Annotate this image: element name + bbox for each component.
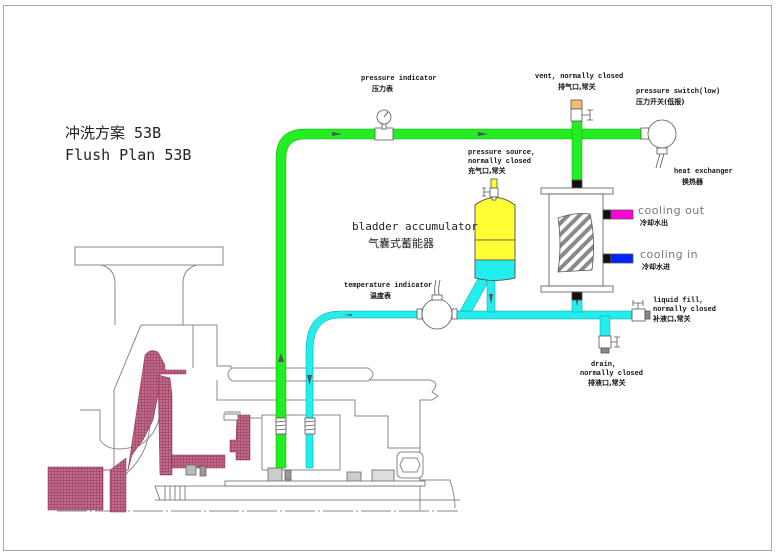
gland-thread-green bbox=[275, 417, 287, 435]
pressure-source-label-1: pressure source, bbox=[468, 149, 536, 157]
pump-casing-hatched bbox=[47, 350, 251, 513]
cooling-in-label-cn: 冷却水进 bbox=[642, 263, 670, 271]
drain-label-1: drain, bbox=[591, 361, 617, 369]
flush-line-green bbox=[275, 119, 644, 469]
flush-line-flow-arrows bbox=[278, 132, 488, 362]
pressure-indicator-label-cn: 压力表 bbox=[372, 85, 393, 93]
flow-arrow-icon bbox=[344, 314, 352, 316]
pressure-switch-label: pressure switch(low) bbox=[636, 88, 721, 96]
valve-icon bbox=[611, 336, 620, 348]
bladder-accumulator bbox=[474, 197, 516, 281]
liquid-fill-valve bbox=[631, 300, 651, 322]
liquid-fill-label-2: normally closed bbox=[653, 306, 717, 314]
pressure-source-label-cn: 充气口,常关 bbox=[468, 167, 506, 175]
heat-exchanger-label-cn: 换热器 bbox=[682, 178, 703, 186]
diagram-frame bbox=[3, 5, 772, 551]
vent-label-cn: 排气口,常关 bbox=[558, 83, 596, 91]
bladder-accumulator-label-cn: 气囊式蓄能器 bbox=[368, 237, 434, 250]
vent-valve bbox=[570, 99, 593, 122]
cooling-in-label: cooling in bbox=[640, 248, 699, 261]
title-en: Flush Plan 53B bbox=[65, 146, 192, 164]
cooling-out-label-cn: 冷却水出 bbox=[640, 219, 668, 227]
drain-label-2: normally closed bbox=[580, 370, 644, 378]
pressure-gauge-icon bbox=[374, 109, 394, 141]
heat-exchanger bbox=[540, 179, 634, 301]
vent-label: vent, normally closed bbox=[535, 73, 624, 81]
flow-arrow-icon bbox=[332, 132, 342, 136]
cooling-out-label: cooling out bbox=[638, 204, 705, 217]
mechanical-seal bbox=[154, 413, 426, 501]
flow-arrow-icon bbox=[307, 375, 312, 385]
gland-thread-cyan bbox=[304, 417, 316, 435]
heat-exchanger-label: heat exchanger bbox=[674, 168, 733, 176]
valve-icon bbox=[582, 109, 593, 121]
valve-icon bbox=[482, 187, 490, 197]
pump-casing bbox=[57, 246, 460, 512]
temperature-indicator-icon bbox=[416, 279, 458, 330]
valve-icon bbox=[632, 300, 644, 309]
liquid-fill-label-cn: 补液口,常关 bbox=[653, 315, 691, 323]
flow-arrow-icon bbox=[489, 294, 493, 304]
pressure-switch-label-cn: 压力开关(低报) bbox=[636, 98, 685, 106]
drain-label-cn: 排液口,常关 bbox=[588, 379, 626, 387]
flow-arrow-icon bbox=[278, 353, 284, 362]
flow-arrow-icon bbox=[478, 132, 488, 136]
temperature-indicator-label-cn: 温度表 bbox=[370, 292, 391, 300]
drain-valve bbox=[598, 335, 620, 354]
pressure-indicator-label: pressure indicator bbox=[361, 75, 437, 83]
pressure-source-valve bbox=[482, 178, 499, 201]
temperature-indicator-label: temperature indicator bbox=[344, 282, 433, 290]
pressure-source-label-2: normally closed bbox=[468, 158, 532, 166]
bladder-accumulator-label: bladder accumulator bbox=[352, 220, 478, 233]
pressure-switch-icon bbox=[640, 119, 677, 169]
liquid-fill-label-1: liquid fill, bbox=[653, 297, 704, 305]
title-cn: 冲洗方案 53B bbox=[65, 124, 162, 142]
